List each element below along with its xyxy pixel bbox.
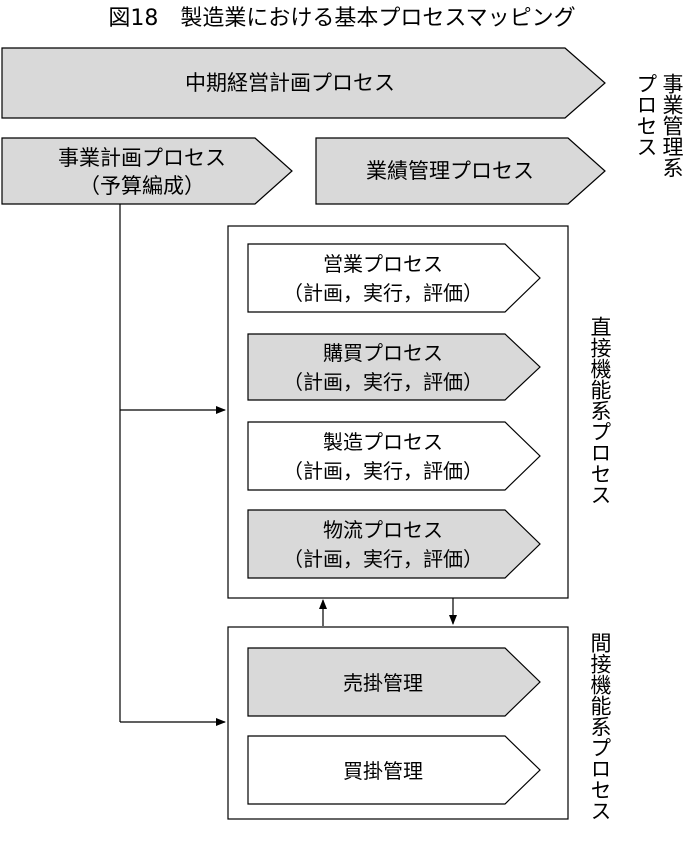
direct-process-manufacturing: 製造プロセス （計画，実行，評価）	[247, 421, 541, 491]
mid-term-plan-label: 中期経営計画プロセス	[185, 71, 395, 95]
direct-process-sales: 営業プロセス （計画，実行，評価）	[247, 243, 541, 313]
business-plan-line2: （予算編成）	[79, 174, 205, 198]
group-link-arrows	[319, 598, 457, 626]
manufacturing-process-line1: 製造プロセス	[323, 430, 443, 454]
indirect-group-vertical-label: 間接機能系プロセス	[588, 632, 612, 821]
performance-mgmt-label: 業績管理プロセス	[366, 159, 534, 183]
indirect-process-payables: 買掛管理	[247, 735, 541, 805]
business-plan-process: 事業計画プロセス （予算編成）	[1, 137, 293, 205]
direct-process-logistics: 物流プロセス （計画，実行，評価）	[247, 509, 541, 579]
business-mgmt-label-col2: プロセス	[634, 73, 658, 157]
business-plan-line1: 事業計画プロセス	[58, 146, 226, 170]
receivables-label: 売掛管理	[343, 671, 423, 695]
indirect-process-receivables: 売掛管理	[247, 647, 541, 717]
business-mgmt-vertical-label: 事業管理系 プロセス	[634, 73, 684, 178]
connector-lines	[119, 204, 226, 726]
diagram-title: 図18 製造業における基本プロセスマッピング	[108, 6, 575, 31]
business-mgmt-label-col1: 事業管理系	[660, 73, 684, 178]
direct-group-vertical-label: 直接機能系プロセス	[588, 316, 612, 505]
sales-process-line2: （計画，実行，評価）	[283, 281, 483, 305]
purchasing-process-line1: 購買プロセス	[323, 341, 443, 365]
mid-term-plan-process: 中期経営計画プロセス	[1, 47, 606, 119]
logistics-process-line1: 物流プロセス	[323, 518, 443, 542]
manufacturing-process-line2: （計画，実行，評価）	[283, 459, 483, 483]
purchasing-process-line2: （計画，実行，評価）	[283, 370, 483, 394]
payables-label: 買掛管理	[343, 759, 423, 783]
direct-process-purchasing: 購買プロセス （計画，実行，評価）	[247, 333, 541, 401]
performance-mgmt-process: 業績管理プロセス	[315, 137, 606, 205]
logistics-process-line2: （計画，実行，評価）	[283, 547, 483, 571]
sales-process-line1: 営業プロセス	[323, 252, 443, 276]
